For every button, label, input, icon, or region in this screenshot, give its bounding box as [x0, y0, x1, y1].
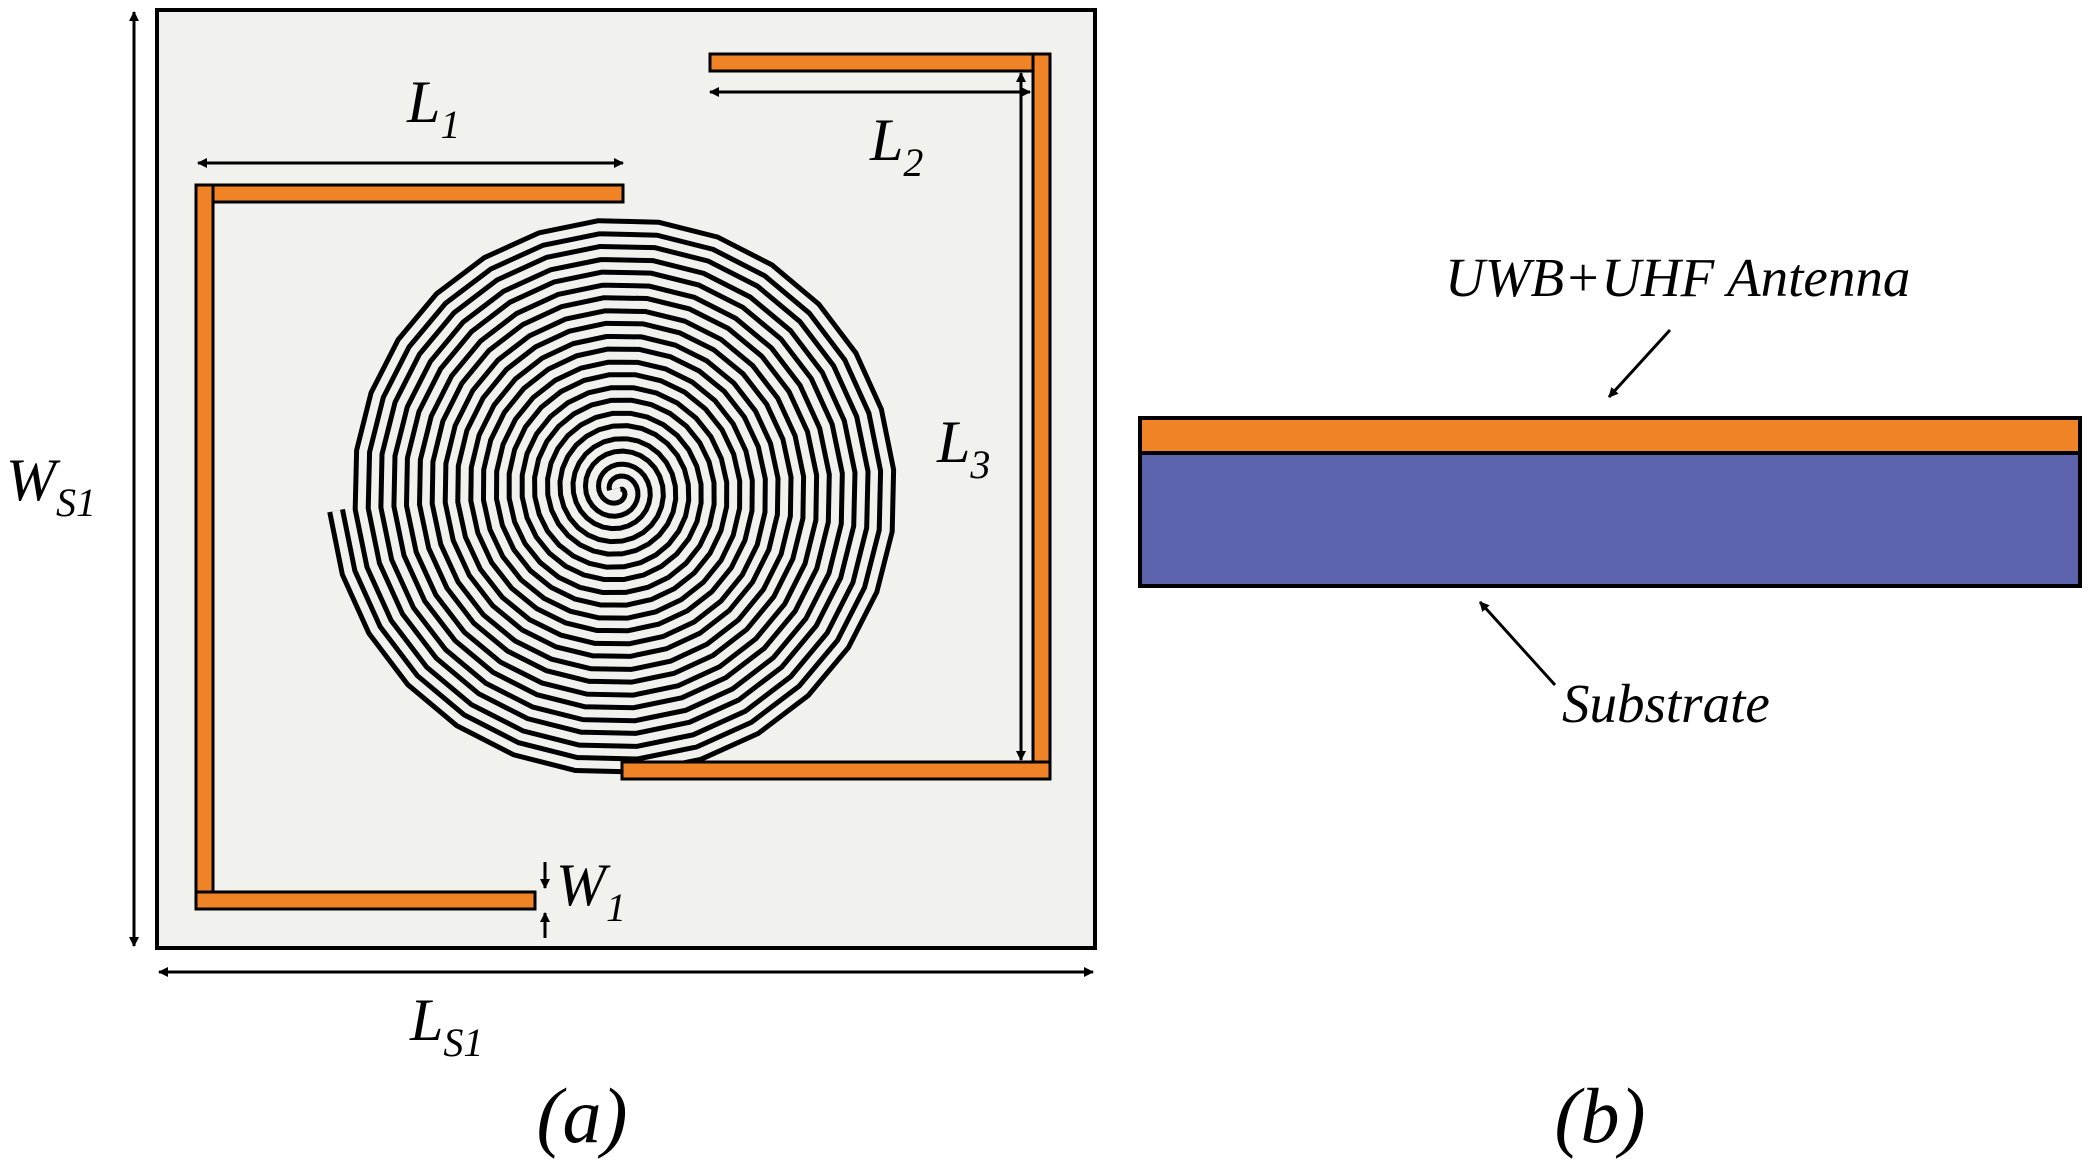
strip-bottom-left [194, 890, 537, 911]
label-WS1: WS1 [6, 447, 96, 525]
caption-a: (a) [537, 1072, 628, 1159]
antenna-layer [1138, 416, 2082, 455]
caption-b: (b) [1555, 1072, 1646, 1159]
substrate-label: Substrate [1562, 673, 1770, 734]
strip-top-left [194, 183, 625, 204]
spiral-antenna-gap [332, 223, 892, 770]
label-L3: L3 [936, 409, 990, 487]
panel-b: UWB+UHF Antenna Substrate (b) [1138, 247, 2082, 1159]
label-L1: L1 [406, 69, 460, 147]
strip-top-right [708, 52, 1052, 73]
substrate-pointer-arrow [1478, 600, 1557, 687]
strip-bottom-right [620, 760, 1052, 781]
label-W1: W1 [556, 852, 626, 930]
strip-left-vertical [194, 183, 215, 911]
antenna-label: UWB+UHF Antenna [1445, 247, 1910, 308]
strip-right-vertical [1031, 52, 1052, 781]
antenna-pointer-arrow [1607, 328, 1672, 399]
panel-a: L1 L2 L3 W1 WS1 LS1 (a) [6, 8, 1097, 1159]
label-L2: L2 [869, 107, 923, 185]
substrate-layer [1138, 451, 2082, 588]
label-LS1: LS1 [409, 987, 483, 1065]
